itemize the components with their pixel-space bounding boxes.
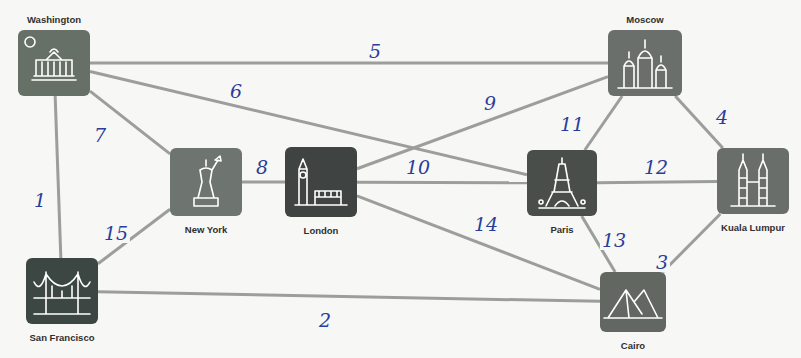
route-line [98,292,600,302]
city-name: Moscow [626,14,663,26]
kremlin-icon [608,30,682,96]
route-number: 15 [102,223,130,243]
route-line [597,181,717,182]
route-number: 8 [254,157,270,177]
route-number: 12 [642,157,670,177]
route-number: 14 [472,214,500,234]
city-name: Cairo [621,340,645,352]
city-node: London [285,147,357,217]
route-number: 1 [32,190,48,210]
icon-tile [18,30,90,96]
route-number: 3 [654,252,670,272]
city-node: San Francisco [26,258,98,324]
route-number: 10 [404,157,432,177]
eiffel-tower-icon [527,150,597,216]
city-node: New York [170,148,242,216]
route-number: 5 [367,41,383,61]
icon-tile [26,258,98,324]
icon-tile [285,147,357,217]
route-number: 7 [92,125,108,145]
icon-tile [170,148,242,216]
city-name: San Francisco [30,332,95,344]
route-line [55,96,61,258]
route-number: 9 [482,93,498,113]
route-line [663,214,721,272]
white-house-icon [18,30,90,96]
liberty-statue-icon [170,148,242,216]
route-number: 2 [317,310,333,330]
golden-gate-icon [26,258,98,324]
route-number: 13 [600,230,628,250]
city-name: London [304,225,339,237]
city-name: Washington [27,14,81,26]
city-node: Washington [18,30,90,96]
route-number: 6 [228,81,244,101]
route-line [90,91,170,154]
route-line [585,96,622,150]
route-line [242,181,285,184]
city-node: Kuala Lumpur [717,148,789,214]
big-ben-icon [285,147,357,217]
icon-tile [717,148,789,214]
icon-tile [527,150,597,216]
city-name: New York [185,224,227,236]
pyramids-icon [600,272,666,332]
route-number: 4 [714,107,730,127]
icon-tile [608,30,682,96]
route-number: 11 [558,114,586,134]
route-line [98,209,170,264]
icon-tile [600,272,666,332]
city-node: Paris [527,150,597,216]
route-line [357,181,527,185]
city-name: Kuala Lumpur [721,222,785,234]
route-line [90,62,608,65]
twin-towers-icon [717,148,789,214]
city-name: Paris [550,224,573,236]
city-node: Moscow [608,30,682,96]
city-node: Cairo [600,272,666,332]
